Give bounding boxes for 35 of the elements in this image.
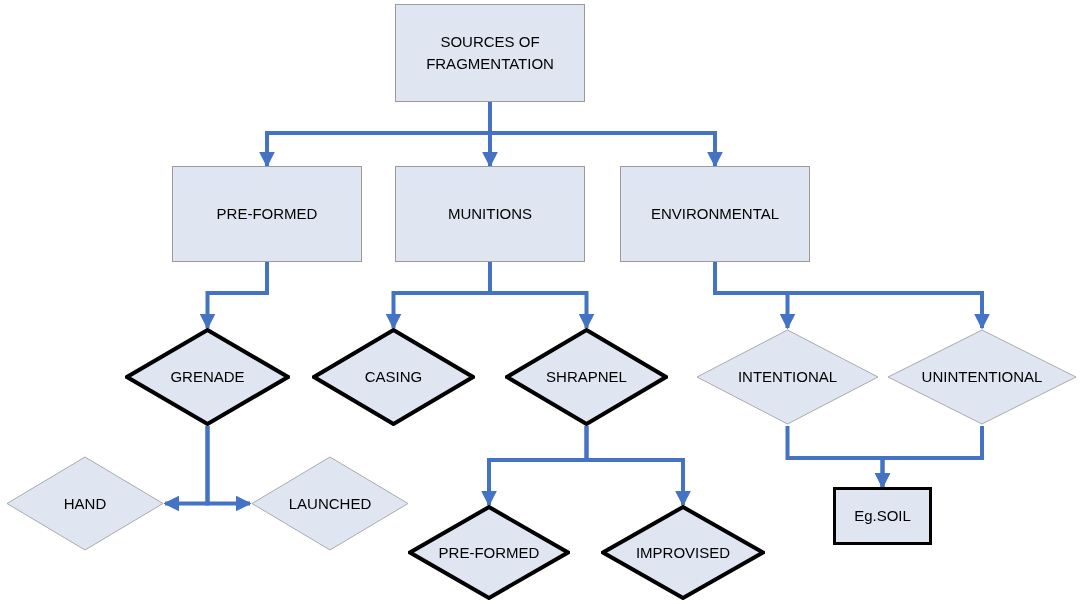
arrow bbox=[488, 262, 595, 330]
node-label: CASING bbox=[364, 367, 423, 387]
node-label: Eg.SOIL bbox=[854, 506, 911, 526]
arrow bbox=[199, 262, 269, 330]
node-label: UNINTENTIONAL bbox=[921, 367, 1043, 387]
node-label: PRE-FORMED bbox=[438, 542, 540, 563]
decision-diamond bbox=[886, 328, 1078, 426]
decision-diamond bbox=[408, 505, 570, 600]
node-label: PRE-FORMED bbox=[215, 204, 319, 224]
decision-diamond bbox=[125, 328, 290, 426]
node-label: GRENADE bbox=[170, 367, 245, 387]
process-box bbox=[833, 487, 932, 545]
process-box bbox=[395, 4, 585, 102]
node-label: INTENTIONAL bbox=[737, 367, 838, 387]
decision-diamond bbox=[5, 455, 165, 552]
arrow bbox=[584, 426, 691, 507]
arrow bbox=[713, 262, 990, 330]
node-label: HAND bbox=[63, 493, 107, 514]
process-box bbox=[395, 166, 585, 262]
decision-diamond bbox=[601, 505, 765, 600]
arrow bbox=[205, 426, 252, 512]
node-label: LAUNCHED bbox=[288, 493, 372, 514]
node-label: MUNITIONS bbox=[446, 204, 534, 224]
node-label: SOURCES OF FRAGMENTATION bbox=[425, 32, 555, 74]
node-label: ENVIRONMENTAL bbox=[649, 204, 781, 224]
decision-diamond bbox=[695, 328, 880, 426]
arrow bbox=[488, 102, 723, 168]
decision-diamond bbox=[505, 328, 668, 426]
process-box bbox=[172, 166, 362, 262]
arrow bbox=[874, 426, 984, 489]
decision-diamond bbox=[312, 328, 475, 426]
node-label: IMPROVISED bbox=[635, 542, 731, 563]
decision-diamond bbox=[250, 455, 410, 552]
process-box bbox=[620, 166, 810, 262]
node-label: SHRAPNEL bbox=[546, 367, 627, 387]
